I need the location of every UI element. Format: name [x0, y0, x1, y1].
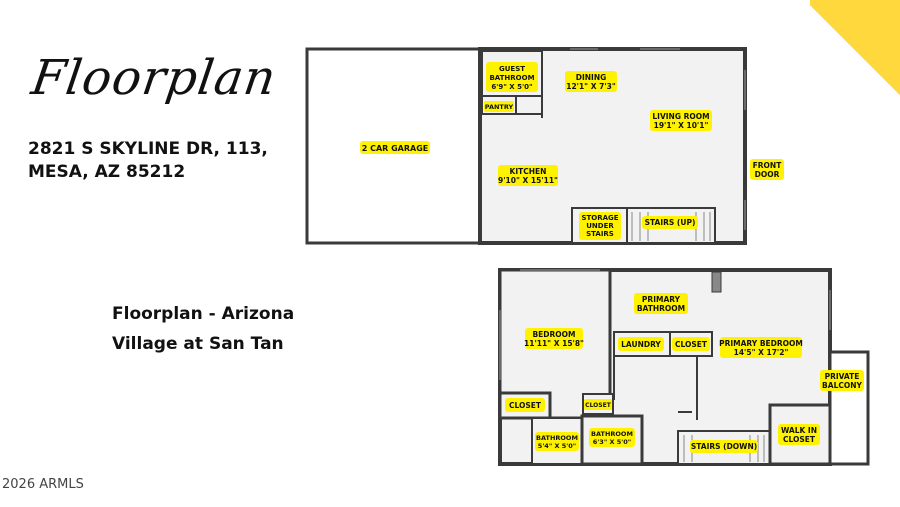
bathroom-two-label: BATHROOM — [591, 430, 633, 438]
subtitle-block: Floorplan - Arizona Village at San Tan — [112, 299, 294, 359]
bathroom-one-dims: 5'4" X 5'0" — [538, 442, 576, 450]
room-labels: 2 CAR GARAGE GUEST BATHROOM 6'9" X 5'0" … — [360, 62, 864, 453]
bathroom-two-dims: 6'3" X 5'0" — [593, 438, 631, 446]
subtitle-line-2: Village at San Tan — [112, 334, 284, 354]
closet-small-label: CLOSET — [585, 402, 612, 409]
corner-accent-triangle — [810, 0, 900, 100]
storage-label-3: STAIRS — [586, 230, 614, 238]
guest-bathroom-label-2: BATHROOM — [489, 74, 534, 82]
bedroom-dims: 11'11" X 15'8" — [524, 339, 584, 348]
address-block: 2821 S SKYLINE DR, 113, MESA, AZ 85212 — [28, 138, 268, 184]
guest-bathroom-label: GUEST — [499, 65, 525, 73]
private-balcony-label-2: BALCONY — [822, 381, 862, 390]
living-room-label: LIVING ROOM — [652, 112, 709, 121]
duct-shaft — [711, 271, 722, 293]
closet-left-label: CLOSET — [509, 401, 542, 410]
walk-in-closet-label: WALK IN — [781, 426, 817, 435]
bathroom-one-label: BATHROOM — [536, 434, 578, 442]
storage-label: STORAGE — [581, 214, 618, 222]
dining-label: DINING — [576, 73, 607, 82]
walk-in-closet-label-2: CLOSET — [783, 435, 816, 444]
stairs-down-label: STAIRS (DOWN) — [691, 442, 757, 451]
closet-middle-label: CLOSET — [675, 340, 708, 349]
front-door-label: FRONT — [753, 161, 783, 170]
pantry-label: PANTRY — [485, 103, 514, 111]
living-room-dims: 19'1" X 10'1" — [654, 121, 709, 130]
address-line-1: 2821 S SKYLINE DR, 113, — [28, 139, 268, 159]
storage-label-2: UNDER — [586, 222, 614, 230]
address-line-2: MESA, AZ 85212 — [28, 162, 186, 182]
primary-bedroom-dims: 14'5" X 17'2" — [734, 348, 789, 357]
private-balcony-label: PRIVATE — [825, 372, 860, 381]
kitchen-dims: 9'10" X 15'11" — [498, 176, 558, 185]
primary-bedroom-label: PRIMARY BEDROOM — [719, 339, 803, 348]
balcony-area — [828, 350, 870, 466]
stairs-up-label: STAIRS (UP) — [645, 218, 696, 227]
subtitle-line-1: Floorplan - Arizona — [112, 304, 295, 324]
primary-bathroom-label-2: BATHROOM — [637, 304, 685, 313]
laundry-label: LAUNDRY — [621, 340, 661, 349]
guest-bathroom-dims: 6'9" X 5'0" — [491, 83, 532, 91]
front-door-label-2: DOOR — [755, 170, 780, 179]
primary-bathroom-label: PRIMARY — [642, 295, 681, 304]
bedroom-label: BEDROOM — [532, 330, 575, 339]
garage-label: 2 CAR GARAGE — [362, 144, 429, 153]
dining-dims: 12'1" X 7'3" — [566, 82, 616, 91]
copyright-watermark: 2026 ARMLS — [2, 477, 84, 492]
kitchen-label: KITCHEN — [510, 167, 547, 176]
